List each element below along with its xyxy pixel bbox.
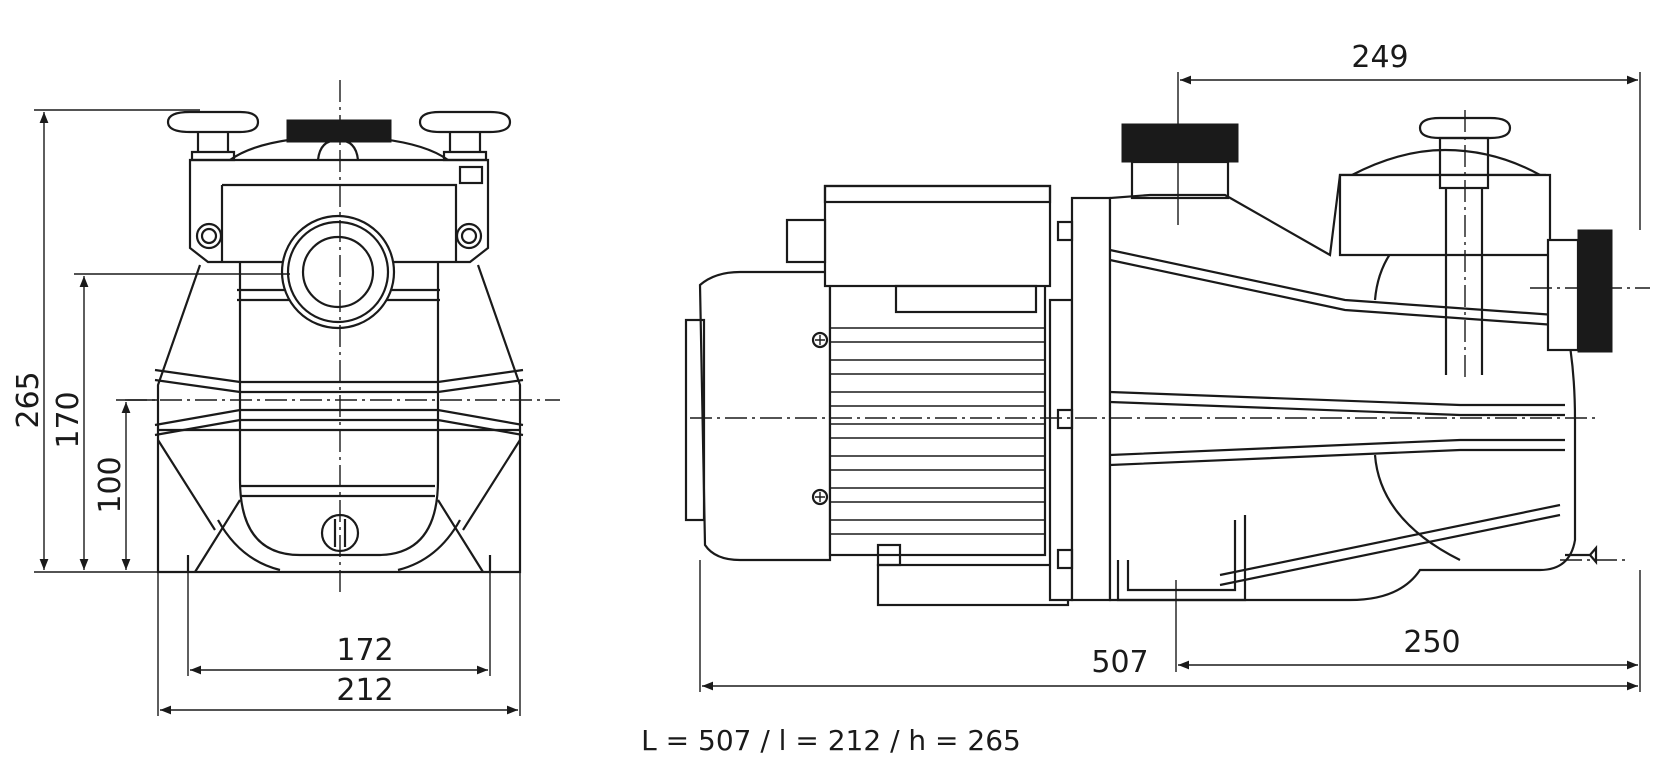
dimensions-caption: L = 507 / l = 212 / h = 265 — [641, 724, 1021, 757]
dim-bottom-250: 250 — [1403, 625, 1460, 660]
side-view-dimensions: 249 250 507 — [699, 40, 1641, 692]
dim-width-212: 212 — [336, 673, 393, 708]
side-view — [684, 110, 1650, 607]
dim-top-249: 249 — [1351, 40, 1408, 75]
dim-length-507: 507 — [1091, 645, 1148, 680]
dim-height-170: 170 — [51, 391, 86, 448]
dim-height-100: 100 — [93, 456, 128, 513]
front-view-dimensions: 265 170 100 172 212 — [11, 109, 521, 716]
dim-height-total: 265 — [11, 371, 46, 428]
motor-cooling-fins — [830, 327, 1045, 535]
front-view — [125, 80, 560, 595]
dim-width-172: 172 — [336, 633, 393, 668]
